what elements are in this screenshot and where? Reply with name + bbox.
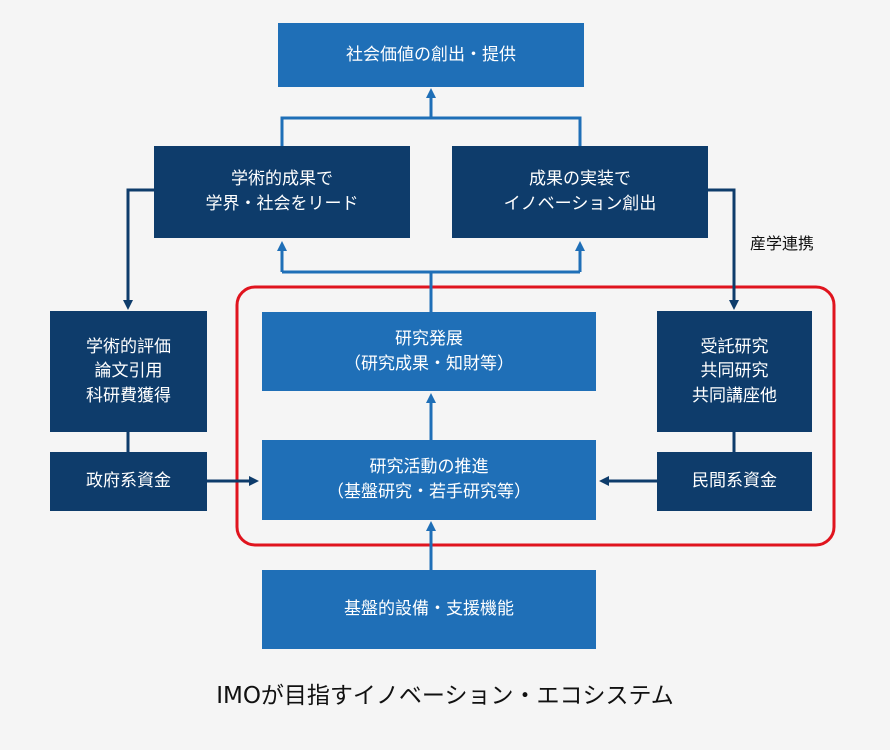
node-academic-evaluation: 学術的評価 論文引用 科研費獲得 (50, 311, 207, 432)
connector-implementation-to-contract (708, 188, 736, 300)
connector-academic-to-eval (126, 188, 154, 300)
connector-upper-to-social (280, 116, 582, 146)
node-private-funds: 民間系資金 (657, 452, 812, 511)
node-research-development: 研究発展 （研究成果・知財等） (262, 312, 596, 391)
node-infrastructure: 基盤的設備・支援機能 (262, 570, 596, 649)
highlight-frame (235, 285, 836, 547)
node-implementation: 成果の実装で イノベーション創出 (452, 146, 708, 238)
node-research-promotion: 研究活動の推進 （基盤研究・若手研究等） (262, 440, 596, 520)
label-industry-academia: 産学連携 (750, 234, 815, 253)
node-academic-results: 学術的成果で 学界・社会をリード (154, 146, 410, 238)
node-government-funds: 政府系資金 (50, 452, 207, 511)
diagram-caption: IMOが目指すイノベーション・エコシステム (216, 683, 674, 709)
node-social-value: 社会価値の創出・提供 (278, 23, 584, 87)
node-contract-research: 受託研究 共同研究 共同講座他 (657, 311, 812, 432)
